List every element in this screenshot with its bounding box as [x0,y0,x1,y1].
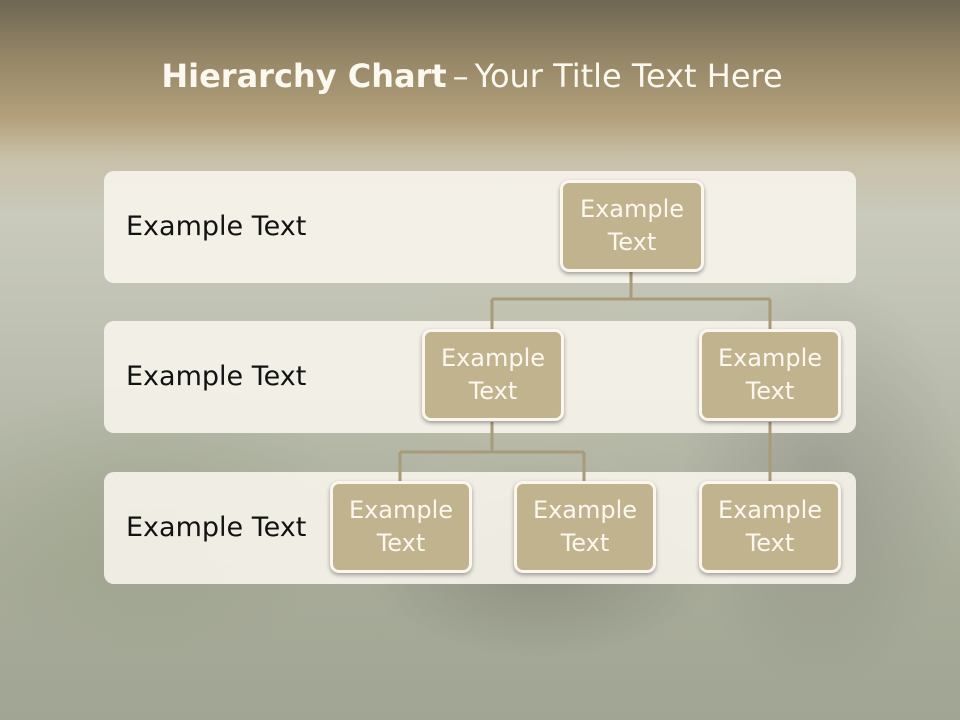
level-label-1: Example Text [126,211,307,242]
node-root: Example Text [560,180,704,272]
title-bold: Hierarchy Chart [161,57,447,95]
title-rest: Your Title Text Here [474,57,783,95]
level-label-3: Example Text [126,512,307,543]
node-mid-right: Example Text [699,329,841,421]
node-mid-left: Example Text [422,329,564,421]
level-label-2: Example Text [126,361,307,392]
node-leaf-1: Example Text [330,481,472,573]
node-leaf-3: Example Text [699,481,841,573]
level-band-1: Example Text [104,171,856,283]
slide-title: Hierarchy Chart–Your Title Text Here [0,55,944,97]
node-leaf-2: Example Text [514,481,656,573]
title-dash: – [452,57,469,95]
